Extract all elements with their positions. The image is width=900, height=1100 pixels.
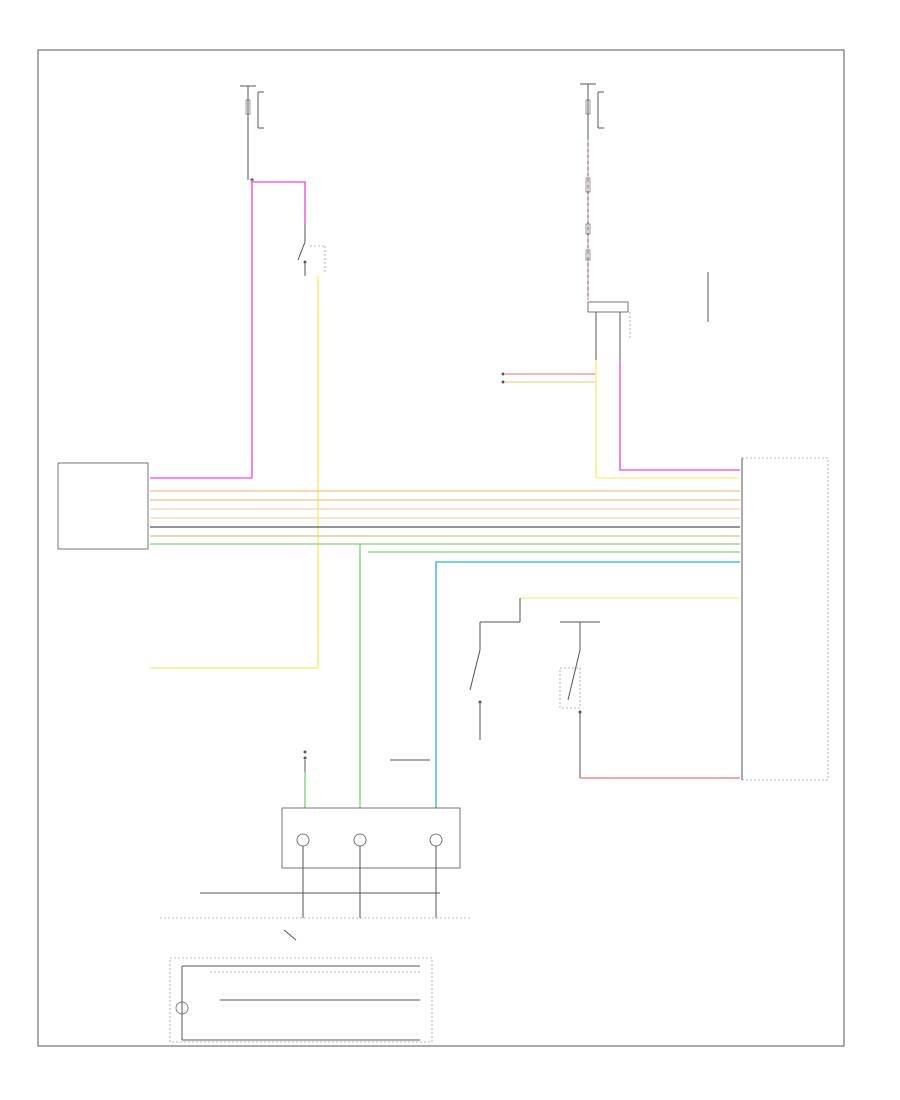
- speed-control-switch-assembly: [160, 756, 470, 941]
- yellow-wire: [150, 276, 319, 669]
- right-fuse-feed: [580, 83, 604, 300]
- left-fuse-feed: [240, 85, 264, 182]
- pcm-module-box: [741, 457, 829, 781]
- right-connector-block: [587, 272, 709, 360]
- left-jumper-connector: [501, 360, 740, 479]
- vss-circuit: [469, 597, 740, 779]
- switch-resistor-ladder: [169, 957, 433, 1043]
- diagram-frame: [37, 49, 845, 1047]
- green-ground-lead: [303, 750, 307, 754]
- bus-wires: [150, 490, 740, 808]
- brake-pedal-switch: [297, 225, 326, 276]
- speed-control-servo-box: [57, 462, 149, 550]
- pink-wire-left: [150, 180, 306, 479]
